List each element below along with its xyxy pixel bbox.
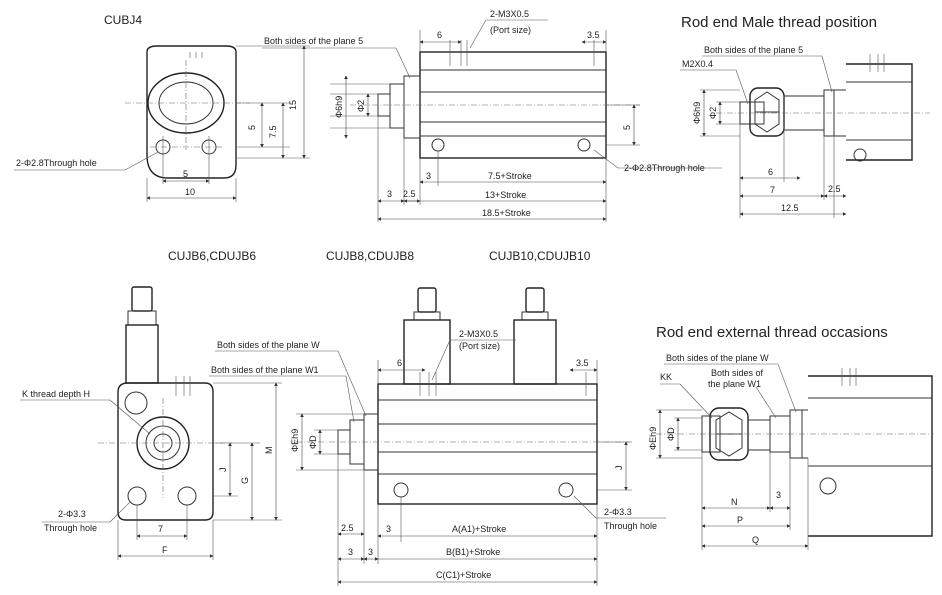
dim-side-phid: ΦD <box>308 435 318 449</box>
label-port-size: (Port size) <box>490 25 531 35</box>
label-plane-w: Both sides of the plane W <box>217 340 320 350</box>
dim-f: F <box>162 545 168 555</box>
dim-7: 7 <box>158 524 163 534</box>
dim-male-12-5: 12.5 <box>781 203 799 213</box>
dim-male-7: 7 <box>770 185 775 195</box>
label-plane-w1-right-1: Both sides of <box>711 368 764 378</box>
dim-male-phi2: Φ2 <box>708 107 718 119</box>
label-through-hole-right: 2-Φ2.8Through hole <box>624 163 705 173</box>
dim-g: G <box>240 477 250 484</box>
external-thread-view <box>656 368 934 537</box>
label-plane-5-right: Both sides of the plane 5 <box>704 45 803 55</box>
dim-3-bottom: 3 <box>387 189 392 199</box>
cubj4-dimensions: 15 7.5 5 5 10 2-Φ2.8Through hole <box>14 45 310 202</box>
dim-side-a: A(A1)+Stroke <box>452 524 506 534</box>
dim-side-c: C(C1)+Stroke <box>436 570 491 580</box>
label-through-hole-2-8: 2-Φ2.8Through hole <box>16 158 97 168</box>
cujb-side-view <box>296 287 630 505</box>
dim-side-3-5: 3.5 <box>576 358 589 368</box>
dim-10: 10 <box>185 187 195 197</box>
dim-ext-n: N <box>731 497 738 507</box>
dim-side-3: 3 <box>386 524 391 534</box>
dim-male-phi6h9: Φ6h9 <box>692 102 702 124</box>
label-plane-w1: Both sides of the plane W1 <box>211 365 319 375</box>
title-cujb6: CUJB6,CDUJB6 <box>168 249 256 263</box>
label-k-thread: K thread depth H <box>22 389 90 399</box>
title-cubj4: CUBJ4 <box>104 13 142 27</box>
cujb-side-dimensions: 6 3.5 2-M3X0.5 (Port size) Both sides of… <box>209 329 666 586</box>
dim-side-3a: 3 <box>348 547 353 557</box>
dim-side-2-5: 2.5 <box>341 523 354 533</box>
label-through-hole-b: Through hole <box>604 521 657 531</box>
title-cujb8: CUJB8,CDUJB8 <box>326 249 414 263</box>
dim-side-b: B(B1)+Stroke <box>446 547 500 557</box>
dim-male-2-5: 2.5 <box>828 184 841 194</box>
label-plane-w-right: Both sides of the plane W <box>666 353 769 363</box>
dim-7-5-stroke: 7.5+Stroke <box>488 171 532 181</box>
dim-6-top: 6 <box>437 30 442 40</box>
dim-side-j: J <box>614 466 624 471</box>
dim-side-3b: 3 <box>368 547 373 557</box>
label-hole-3-3-a: 2-Φ3.3 <box>58 509 86 519</box>
dim-ext-phieh9: ΦEh9 <box>648 427 658 450</box>
dim-m: M <box>264 447 274 455</box>
dim-18-5-stroke: 18.5+Stroke <box>482 208 531 218</box>
dim-phi2: Φ2 <box>356 100 366 112</box>
dim-13-stroke: 13+Stroke <box>485 190 526 200</box>
dim-male-6: 6 <box>768 167 773 177</box>
dim-7-5: 7.5 <box>268 125 278 138</box>
dim-5-vertical: 5 <box>247 125 257 130</box>
dim-j: J <box>218 468 228 473</box>
dim-15: 15 <box>288 100 298 110</box>
dim-phi6h9: Φ6h9 <box>334 96 344 118</box>
label-kk: KK <box>660 372 672 382</box>
label-hole-3-3-b: 2-Φ3.3 <box>604 507 632 517</box>
male-thread-dimensions: Both sides of the plane 5 M2X0.4 Φ6h9 Φ2… <box>680 45 847 218</box>
label-through-hole-a: Through hole <box>44 523 97 533</box>
external-thread-dimensions: Both sides of the plane W Both sides of … <box>648 353 809 550</box>
dim-3-5-top: 3.5 <box>587 30 600 40</box>
cubj4-side-view <box>350 40 640 159</box>
dim-ext-p: P <box>737 515 743 525</box>
cubj4-side-dimensions: 6 3.5 2-M3X0.5 (Port size) Both sides of… <box>262 9 722 222</box>
cujb6-front-view <box>98 286 232 521</box>
label-m2: M2X0.4 <box>682 59 713 69</box>
cujb6-dimensions: K thread depth H 2-Φ3.3 Through hole M G… <box>20 382 282 560</box>
male-thread-view <box>716 54 930 162</box>
dim-ext-q: Q <box>752 535 759 545</box>
dim-3-small: 3 <box>426 171 431 181</box>
label-port-m3-b: 2-M3X0.5 <box>459 329 498 339</box>
dim-ext-phid: ΦD <box>666 427 676 441</box>
dim-ext-3: 3 <box>776 490 781 500</box>
dim-2-5-bottom: 2.5 <box>403 189 416 199</box>
label-port-size-b: (Port size) <box>459 341 500 351</box>
dim-side-6: 6 <box>397 358 402 368</box>
label-plane-w1-right-2: the plane W1 <box>708 379 761 389</box>
label-plane-5: Both sides of the plane 5 <box>264 36 363 46</box>
dim-side-phieh9: ΦEh9 <box>290 429 300 452</box>
title-external-thread: Rod end external thread occasions <box>656 324 888 341</box>
dim-5-horizontal: 5 <box>183 169 188 179</box>
title-cujb10: CUJB10,CDUJB10 <box>489 249 591 263</box>
dim-5-right: 5 <box>622 125 632 130</box>
label-port-m3: 2-M3X0.5 <box>490 9 529 19</box>
cubj4-front-view <box>125 45 250 184</box>
title-male-thread: Rod end Male thread position <box>681 14 877 31</box>
